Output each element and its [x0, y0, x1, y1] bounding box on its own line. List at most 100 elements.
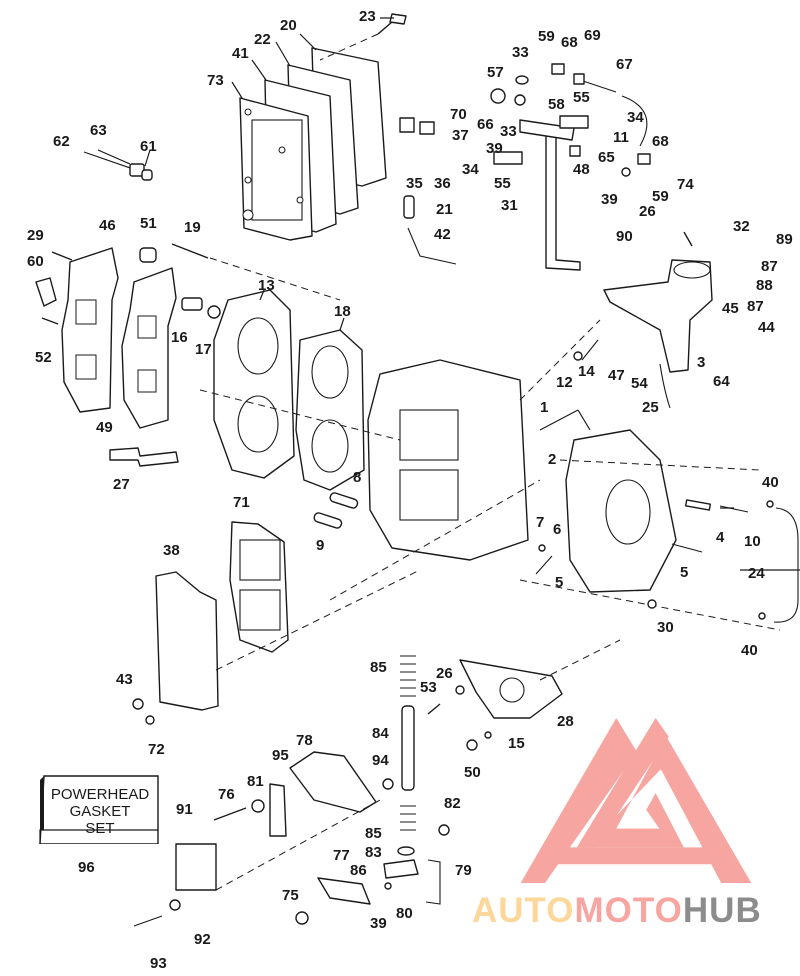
bracket-78: [289, 751, 377, 813]
clip-58: [573, 73, 585, 85]
callout: 27: [113, 476, 130, 493]
callout: 76: [218, 786, 235, 803]
fitting-21: [403, 195, 415, 219]
plate-95: [269, 783, 287, 837]
callout: 47: [608, 367, 625, 384]
link-rod-67: [579, 79, 648, 147]
nut-6: [538, 544, 546, 552]
cover-port: [75, 299, 97, 325]
callout: 40: [762, 474, 779, 491]
clip-60: [35, 277, 57, 307]
callout: 82: [444, 795, 461, 812]
screw-30: [647, 599, 657, 609]
link-68: [637, 153, 651, 165]
intake-gasket-71: [229, 521, 289, 653]
washer-92: [169, 899, 181, 911]
screw-75: [295, 911, 309, 925]
callout: 58: [548, 96, 565, 113]
callout: 17: [195, 341, 212, 358]
callout: 5: [680, 564, 689, 581]
dowel-pin-9: [313, 512, 343, 529]
gasket-set-label-line: POWERHEAD: [50, 786, 150, 803]
callout: 68: [561, 34, 578, 51]
steering-bracket-45: [603, 259, 713, 373]
callout: 13: [258, 277, 275, 294]
callout: 51: [140, 215, 157, 232]
callout: 50: [464, 764, 481, 781]
callout: 85: [370, 659, 387, 676]
bracket-55: [559, 115, 589, 129]
spring-85: [400, 655, 416, 697]
bracket-35: [399, 117, 415, 133]
callout: 14: [578, 363, 595, 380]
callout: 71: [233, 494, 250, 511]
callout: 26: [639, 203, 656, 220]
wordmark-moto: MOTO: [574, 891, 683, 930]
spring-66: [490, 88, 506, 104]
callout: 53: [420, 679, 437, 696]
callout: 63: [90, 122, 107, 139]
callout: 54: [631, 375, 648, 392]
stud-5: [535, 555, 553, 575]
callout: 93: [150, 955, 167, 972]
callout: 39: [601, 191, 618, 208]
cylinder-head-cover-46: [61, 247, 119, 413]
block-91: [175, 843, 217, 891]
callout: 21: [436, 201, 453, 218]
callout: 95: [272, 747, 289, 764]
callout: 77: [333, 847, 350, 864]
gasket-17: [207, 305, 221, 319]
callout: 59: [538, 28, 555, 45]
rod-79: [425, 859, 441, 905]
callout: 10: [744, 533, 761, 550]
callout: 4: [716, 529, 725, 546]
callout: 7: [536, 514, 545, 531]
washer-83: [397, 846, 415, 856]
bolt-hole: [244, 108, 252, 116]
callout: 9: [316, 537, 325, 554]
wordmark-hub: HUB: [682, 891, 762, 930]
callout: 57: [487, 64, 504, 81]
callout: 89: [776, 231, 793, 248]
callout: 64: [713, 373, 730, 390]
callout: 74: [677, 176, 694, 193]
crankcase-cover: [565, 429, 677, 593]
washer-26: [455, 685, 465, 695]
lever-86: [383, 859, 419, 879]
callout: 70: [450, 106, 467, 123]
callout: 43: [116, 671, 133, 688]
gasket-set-box: [39, 775, 159, 844]
callout: 44: [758, 319, 775, 336]
callout: 72: [148, 741, 165, 758]
callout: 20: [280, 17, 297, 34]
callout: 92: [194, 931, 211, 948]
washer-15: [484, 731, 492, 739]
cylinder-head-13: [213, 289, 295, 479]
nut-50: [466, 739, 478, 751]
callout: 45: [722, 300, 739, 317]
callout: 55: [494, 175, 511, 192]
bolt-hole: [278, 146, 286, 154]
callout: 38: [163, 542, 180, 559]
callout: 1: [540, 399, 549, 416]
callout: 81: [247, 773, 264, 790]
callout: 61: [140, 138, 157, 155]
callout: 62: [53, 133, 70, 150]
callout: 87: [761, 258, 778, 275]
callout: 90: [616, 228, 633, 245]
callout: 91: [176, 801, 193, 818]
callout: 88: [756, 277, 773, 294]
callout: 94: [372, 752, 389, 769]
callout: 26: [436, 665, 453, 682]
callout: 18: [334, 303, 351, 320]
cover-port: [75, 354, 97, 380]
callout: 42: [434, 226, 451, 243]
callout: 23: [359, 8, 376, 25]
clip-37: [419, 121, 435, 135]
callout: 65: [598, 149, 615, 166]
callout: 75: [282, 887, 299, 904]
nut-57: [514, 94, 526, 106]
callout: 96: [78, 859, 95, 876]
callout: 86: [350, 862, 367, 879]
callout: 73: [207, 72, 224, 89]
